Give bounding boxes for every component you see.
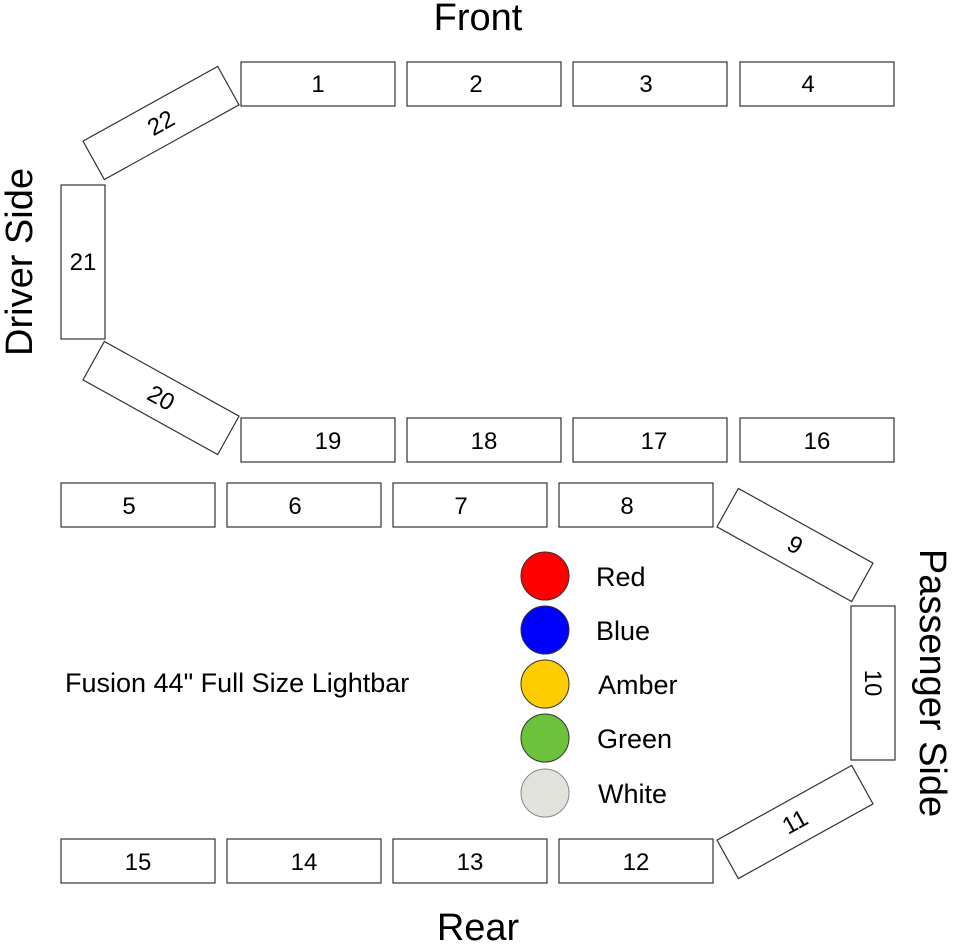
segment-2: 2 (406, 61, 562, 107)
segment-20: 20 (82, 340, 240, 456)
segment-8: 8 (558, 482, 714, 528)
segment-3: 3 (572, 61, 728, 107)
svg-text:15: 15 (125, 849, 152, 876)
color-legend: Red Blue Amber Green White (520, 551, 678, 818)
svg-text:17: 17 (641, 428, 668, 455)
legend-label-red: Red (596, 562, 646, 592)
red-swatch (520, 551, 570, 601)
legend-label-blue: Blue (596, 616, 650, 646)
svg-text:4: 4 (801, 71, 814, 98)
white-swatch (520, 768, 570, 818)
svg-text:19: 19 (315, 428, 342, 455)
svg-text:2: 2 (469, 71, 482, 98)
segment-13: 13 (392, 838, 548, 884)
svg-text:5: 5 (122, 493, 135, 520)
blue-swatch (520, 605, 570, 655)
svg-text:13: 13 (457, 849, 484, 876)
segment-9: 9 (716, 487, 874, 603)
legend-item-blue: Blue (520, 605, 650, 655)
segment-7: 7 (392, 482, 548, 528)
svg-text:7: 7 (454, 493, 467, 520)
svg-text:10: 10 (859, 670, 886, 697)
segment-16: 16 (739, 417, 895, 463)
svg-text:21: 21 (70, 249, 97, 276)
amber-swatch (520, 659, 570, 709)
segment-6: 6 (226, 482, 382, 528)
driver-side-label: Driver Side (0, 168, 41, 356)
legend-label-amber: Amber (598, 670, 678, 700)
segment-18: 18 (406, 417, 562, 463)
segment-10: 10 (850, 605, 896, 761)
segment-12: 12 (558, 838, 714, 884)
segment-21: 21 (60, 184, 106, 340)
svg-text:18: 18 (471, 428, 498, 455)
green-swatch (520, 713, 570, 763)
segment-4: 4 (739, 61, 895, 107)
svg-text:3: 3 (639, 71, 652, 98)
passenger-side-label: Passenger Side (911, 549, 953, 817)
rear-label: Rear (437, 907, 520, 944)
svg-text:14: 14 (291, 849, 318, 876)
legend-item-white: White (520, 768, 667, 818)
segment-11: 11 (716, 764, 874, 880)
svg-text:16: 16 (804, 428, 831, 455)
legend-item-amber: Amber (520, 659, 678, 709)
segment-17: 17 (572, 417, 728, 463)
svg-text:8: 8 (620, 493, 633, 520)
segment-1: 1 (240, 61, 396, 107)
svg-text:1: 1 (311, 71, 324, 98)
segment-5: 5 (60, 482, 216, 528)
legend-label-green: Green (597, 724, 672, 754)
svg-text:6: 6 (288, 493, 301, 520)
diagram-title: Fusion 44" Full Size Lightbar (65, 668, 409, 698)
legend-item-red: Red (520, 551, 646, 601)
svg-text:12: 12 (623, 849, 650, 876)
segment-14: 14 (226, 838, 382, 884)
segment-15: 15 (60, 838, 216, 884)
segment-22: 22 (82, 65, 240, 181)
segment-19: 19 (240, 417, 396, 463)
legend-item-green: Green (520, 713, 672, 763)
front-label: Front (434, 0, 523, 39)
legend-label-white: White (598, 779, 667, 809)
